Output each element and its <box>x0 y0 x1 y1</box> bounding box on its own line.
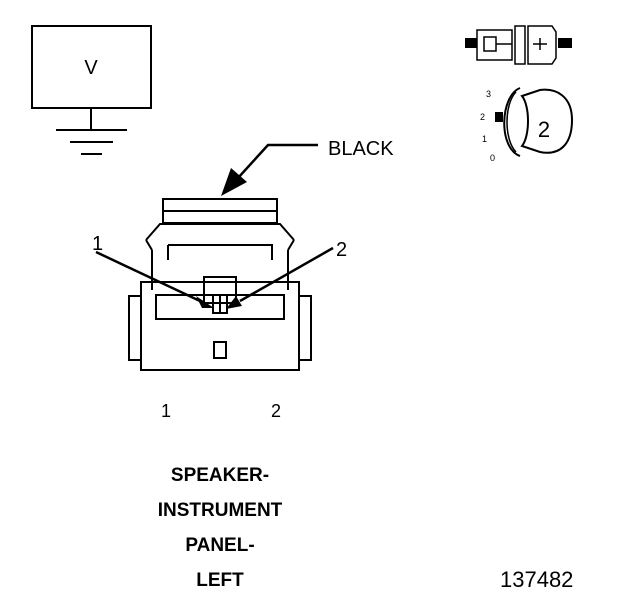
pin-label-2: 2 <box>271 401 281 421</box>
scale-label-2: 2 <box>480 112 485 122</box>
caption-line-4: LEFT <box>196 570 244 591</box>
caption-line-3: PANEL- <box>185 535 255 556</box>
scale-label-1: 1 <box>482 134 487 144</box>
key-badge: 2 <box>538 117 550 142</box>
key-marker <box>495 112 503 122</box>
caption-line-1: SPEAKER- <box>170 465 270 486</box>
pin-label-1: 1 <box>161 401 171 421</box>
color-label: BLACK <box>328 138 394 160</box>
ground-symbol: V <box>31 25 152 155</box>
voltage-label: V <box>84 57 98 79</box>
key-icon: 3 2 1 0 2 <box>480 87 574 163</box>
scale-label-0: 0 <box>490 153 495 163</box>
caption-line-2: INSTRUMENT <box>157 500 283 521</box>
figure-number: 137482 <box>500 567 574 592</box>
connector-body <box>128 198 312 371</box>
cavity-callouts: 1 2 <box>92 233 347 309</box>
scale-label-3: 3 <box>486 89 491 99</box>
callout-2: 2 <box>336 239 347 261</box>
color-leader: BLACK <box>221 138 394 196</box>
connector-pair-icon <box>465 25 572 65</box>
callout-1: 1 <box>92 233 103 255</box>
